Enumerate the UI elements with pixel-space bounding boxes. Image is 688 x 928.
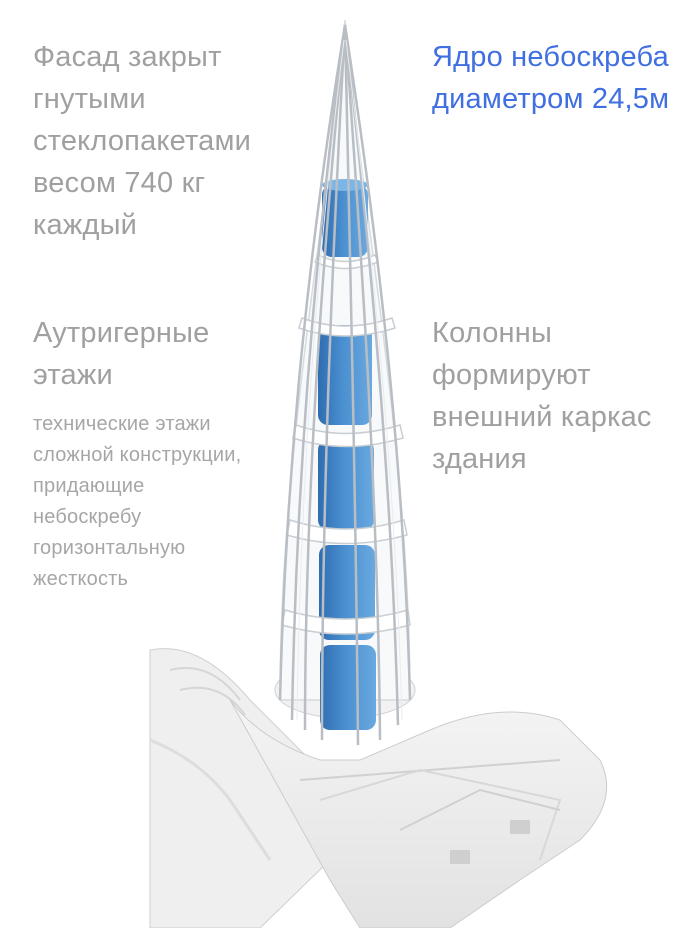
facade-label: Фасад закрыт гнутыми стеклопакетами весо… [33, 41, 252, 241]
columns [278, 24, 412, 746]
outrigger-note: технические этажи сложной конструкции, п… [33, 413, 242, 590]
column-highlights [296, 39, 403, 721]
core-label: Ядро небоскреба диаметром 24,5м [432, 41, 670, 115]
outrigger-title: Аутригерные этажи [33, 317, 210, 391]
columns-label: Колонны формируют внешний каркас здания [432, 317, 652, 475]
core-cylinder [318, 179, 376, 730]
